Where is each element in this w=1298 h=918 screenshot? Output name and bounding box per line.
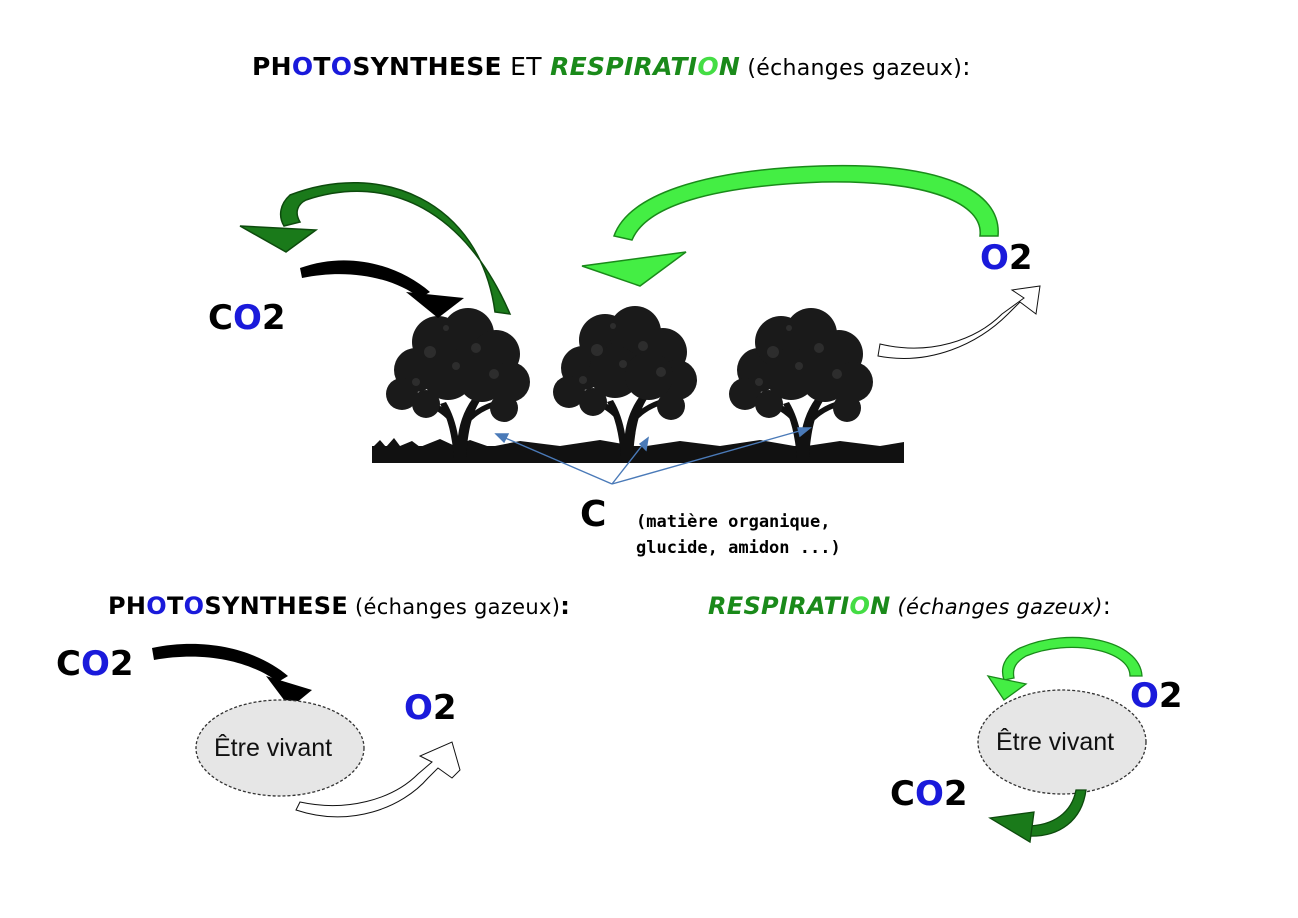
tree-icon [386,308,530,458]
title-part: PH [252,52,292,81]
organism-label: Être vivant [996,728,1115,756]
title-part: T [313,52,331,81]
title-part: (échanges gazeux) [740,56,963,81]
o2-o: O [404,688,433,728]
title-part: N [718,52,741,81]
co2-c: C [56,644,81,684]
carbon-label: C [580,494,606,535]
title-part: : [962,52,971,81]
respiration-title: RESPIRATION (échanges gazeux): [708,592,1111,620]
respiration-co2-arrow [239,181,512,315]
title-part: (échanges gazeux) [890,595,1103,619]
title-part: SYNTHESE [204,592,349,620]
o2-n: 2 [1008,238,1033,278]
co2-o: O [232,298,262,338]
carbon-note-line: glucide, amidon ...) [636,538,841,558]
o2-release-arrow [877,285,1041,359]
carbon-connectors [494,427,812,485]
co2-o: O [914,774,944,814]
title-part: O [849,592,871,620]
title-part: SYNTHESE [352,52,502,81]
co2-n: 2 [943,774,968,814]
co2-o: O [80,644,110,684]
o2-label: O2 [1130,676,1183,716]
o2-label: O2 [980,238,1033,278]
ground-strip [372,446,904,463]
title-part: O [291,52,314,81]
title-part: T [166,592,184,620]
title-part: N [870,592,891,620]
co2-intake-arrow [300,260,464,318]
tree-icon [553,306,697,456]
title-part: PH [108,592,147,620]
title-part: (échanges gazeux) [348,595,561,619]
title-part: : [1102,592,1112,620]
title-part: RESPIRATI [550,52,698,81]
o2-n: 2 [432,688,457,728]
organism-ellipse [195,699,365,797]
carbon-note-line: (matière organique, [636,512,831,532]
main-title: PHOTOSYNTHESE ET RESPIRATION (échanges g… [252,52,971,81]
co2-label: CO2 [890,774,968,814]
title-part: O [330,52,353,81]
title-part: O [183,592,205,620]
title-part: : [560,592,571,620]
co2-label: CO2 [208,298,286,338]
title-part: O [146,592,167,620]
photosynthesis-co2-arrow [152,643,312,708]
carbon-letter: C [580,494,607,535]
o2-o: O [980,238,1009,278]
respiration-co2-arrow-small [988,789,1087,844]
co2-c: C [208,298,233,338]
co2-label: CO2 [56,644,134,684]
co2-c: C [890,774,915,814]
o2-n: 2 [1158,676,1183,716]
photosynthesis-title: PHOTOSYNTHESE (échanges gazeux): [108,592,570,620]
o2-label: O2 [404,688,457,728]
respiration-o2-arrow [986,636,1143,701]
title-part: O [697,52,719,81]
co2-n: 2 [261,298,286,338]
title-part: RESPIRATI [708,592,850,620]
organism-ellipse [977,689,1147,795]
co2-n: 2 [109,644,134,684]
organism-label: Être vivant [214,734,333,762]
o2-o: O [1130,676,1159,716]
title-part: ET [501,52,551,81]
o2-intake-arrow [581,164,999,287]
carbon-note: (matière organique, glucide, amidon ...) [636,509,841,561]
photosynthesis-o2-arrow [295,741,461,818]
